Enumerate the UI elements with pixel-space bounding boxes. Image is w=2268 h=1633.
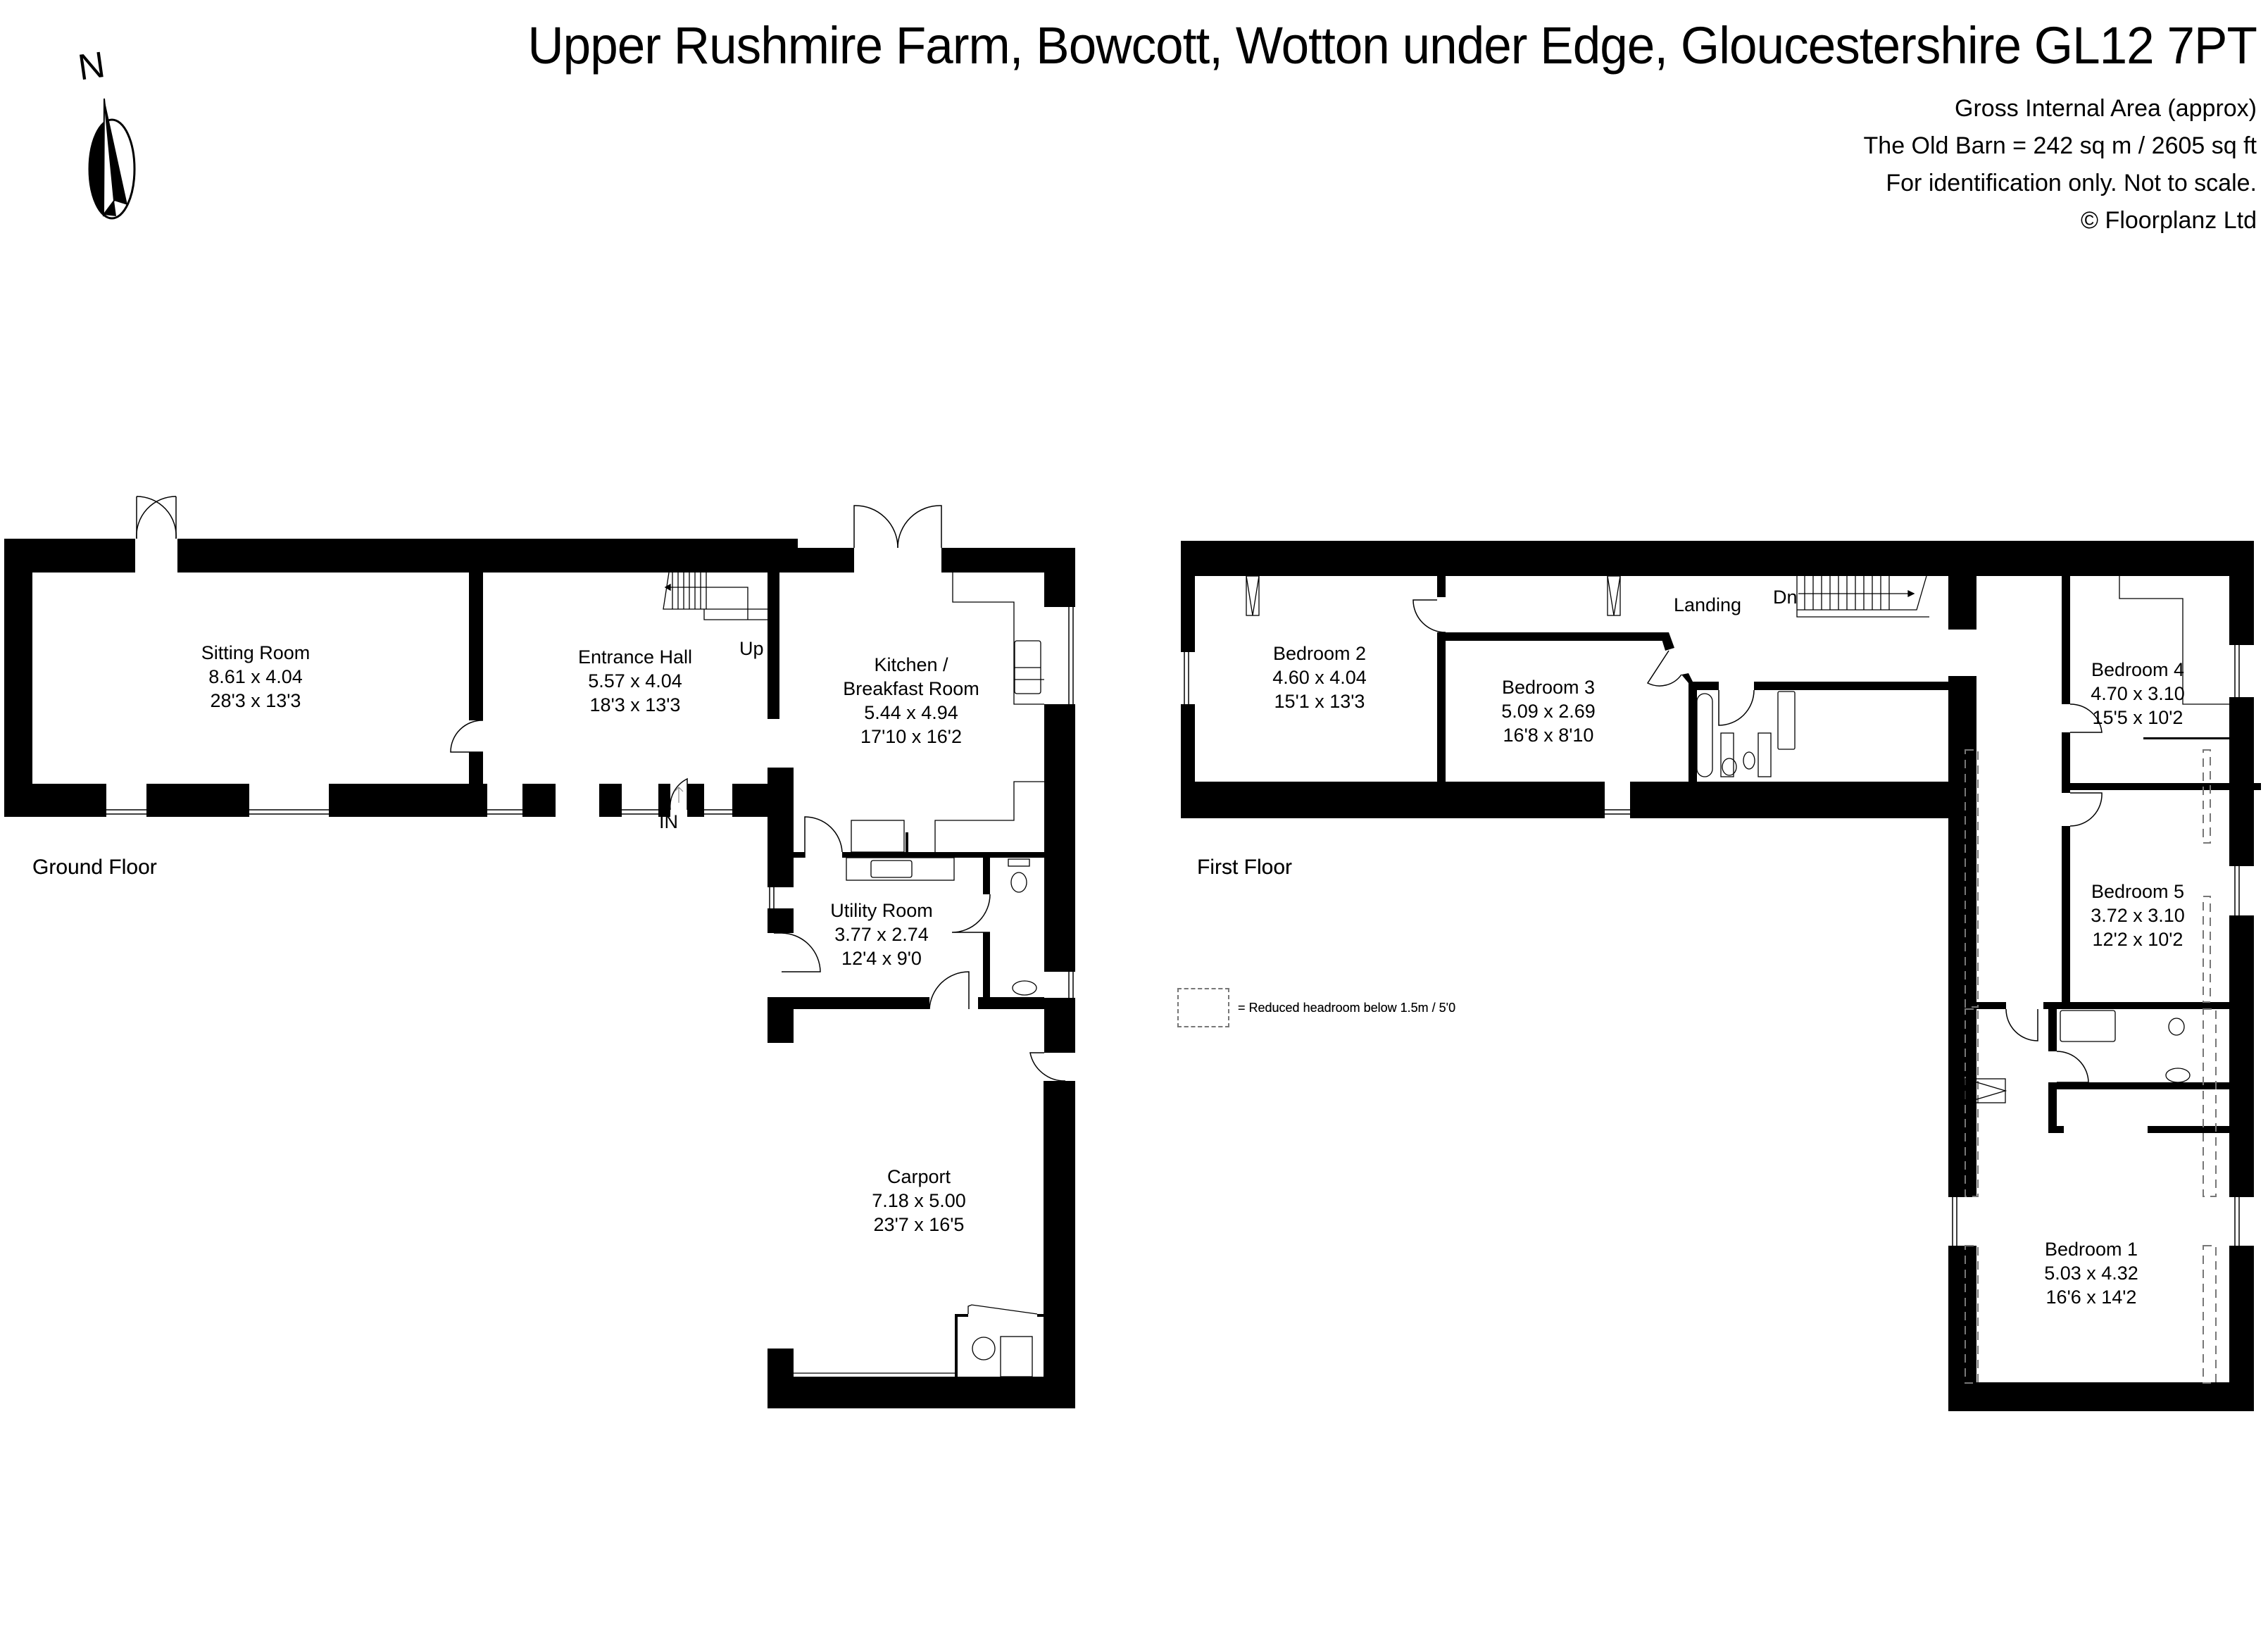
first-floor-label: First Floor — [1197, 856, 1292, 879]
ground-floor-walls — [4, 539, 1075, 1408]
svg-text:Bedroom 3: Bedroom 3 — [1502, 677, 1595, 698]
ground-floor: Sitting Room 8.61 x 4.04 28'3 x 13'3 Ent… — [4, 496, 1075, 1408]
svg-text:Bedroom 5: Bedroom 5 — [2091, 881, 2184, 902]
ground-floor-label-overlay: Ground Floor — [32, 856, 157, 879]
svg-text:Kitchen /: Kitchen / — [874, 654, 948, 675]
svg-text:Bedroom 2: Bedroom 2 — [1273, 643, 1366, 664]
ground-floor-fixtures — [663, 572, 1044, 1377]
svg-text:23'7 x 16'5: 23'7 x 16'5 — [874, 1214, 965, 1235]
svg-text:5.09 x 2.69: 5.09 x 2.69 — [1501, 701, 1596, 722]
room-sitting-room: Sitting Room 8.61 x 4.04 28'3 x 13'3 — [201, 642, 311, 711]
svg-text:3.77 x 2.74: 3.77 x 2.74 — [834, 924, 929, 945]
room-bedroom-4: Bedroom 4 4.70 x 3.10 15'5 x 10'2 — [2091, 659, 2185, 728]
room-kitchen: Kitchen / Breakfast Room 5.44 x 4.94 17'… — [843, 654, 979, 747]
svg-text:Sitting Room: Sitting Room — [201, 642, 311, 663]
first-floor: Bedroom 2 4.60 x 4.04 15'1 x 13'3 Bedroo… — [1181, 541, 2261, 1411]
north-label: N — [75, 44, 107, 89]
legend-text: = Reduced headroom below 1.5m / 5'0 — [1238, 1000, 1456, 1015]
svg-text:5.03 x 4.32: 5.03 x 4.32 — [2044, 1263, 2138, 1284]
svg-text:15'1 x 13'3: 15'1 x 13'3 — [1274, 691, 1365, 712]
first-floor-doors — [1412, 599, 2103, 1083]
entrance-arrow-icon — [674, 787, 684, 803]
svg-text:Carport: Carport — [887, 1166, 951, 1187]
svg-text:7.18 x 5.00: 7.18 x 5.00 — [872, 1190, 966, 1211]
svg-text:16'8 x 8'10: 16'8 x 8'10 — [1503, 725, 1594, 746]
room-utility: Utility Room 3.77 x 2.74 12'4 x 9'0 — [830, 900, 933, 969]
ground-floor-doors — [136, 496, 1066, 1082]
svg-text:28'3 x 13'3: 28'3 x 13'3 — [211, 690, 301, 711]
svg-text:5.44 x 4.94: 5.44 x 4.94 — [864, 702, 958, 723]
room-bedroom-1: Bedroom 1 5.03 x 4.32 16'6 x 14'2 — [2044, 1239, 2138, 1308]
ground-floor-label: Ground Floor — [32, 856, 157, 879]
disclaimer: For identification only. Not to scale. — [1886, 170, 2257, 196]
svg-text:16'6 x 14'2: 16'6 x 14'2 — [2046, 1287, 2137, 1308]
svg-text:4.60 x 4.04: 4.60 x 4.04 — [1272, 667, 1367, 688]
ground-floor-labels: Sitting Room 8.61 x 4.04 28'3 x 13'3 Ent… — [201, 638, 979, 1235]
stairs-down-label: Dn — [1773, 587, 1798, 608]
dashed-box-icon — [1177, 988, 1229, 1027]
stairs-up-label: Up — [739, 638, 764, 659]
first-floor-label-overlay: First Floor — [1197, 856, 1292, 879]
svg-text:Bedroom 4: Bedroom 4 — [2091, 659, 2184, 680]
svg-text:17'10 x 16'2: 17'10 x 16'2 — [860, 726, 962, 747]
copyright: © Floorplanz Ltd — [2081, 207, 2257, 234]
room-carport: Carport 7.18 x 5.00 23'7 x 16'5 — [872, 1166, 966, 1235]
svg-text:Bedroom 1: Bedroom 1 — [2045, 1239, 2138, 1260]
reduced-headroom-legend-overlay: = Reduced headroom below 1.5m / 5'0 — [1177, 988, 1455, 1027]
legend-text: = Reduced headroom below 1.5m / 5'0 — [1238, 1000, 1456, 1015]
svg-text:Breakfast Room: Breakfast Room — [843, 678, 979, 699]
svg-text:8.61 x 4.04: 8.61 x 4.04 — [208, 666, 303, 687]
svg-text:3.72 x 3.10: 3.72 x 3.10 — [2091, 905, 2185, 926]
landing-label: Landing — [1674, 594, 1741, 615]
svg-text:15'5 x 10'2: 15'5 x 10'2 — [2093, 707, 2184, 728]
north-arrow-icon: N — [75, 44, 136, 220]
room-bedroom-3: Bedroom 3 5.09 x 2.69 16'8 x 8'10 — [1501, 677, 1596, 746]
gia-heading: Gross Internal Area (approx) — [1955, 95, 2257, 122]
room-entrance-hall: Entrance Hall 5.57 x 4.04 18'3 x 13'3 — [578, 646, 692, 715]
area-info-overlay: Gross Internal Area (approx) The Old Bar… — [1864, 90, 2257, 239]
svg-text:12'2 x 10'2: 12'2 x 10'2 — [2093, 929, 2184, 950]
svg-text:18'3 x 13'3: 18'3 x 13'3 — [590, 694, 681, 715]
first-floor-labels: Bedroom 2 4.60 x 4.04 15'1 x 13'3 Bedroo… — [1272, 587, 2185, 1308]
svg-text:12'4 x 9'0: 12'4 x 9'0 — [841, 948, 922, 969]
room-bedroom-5: Bedroom 5 3.72 x 3.10 12'2 x 10'2 — [2091, 881, 2185, 950]
room-bedroom-2: Bedroom 2 4.60 x 4.04 15'1 x 13'3 — [1272, 643, 1367, 712]
first-floor-windows — [1181, 630, 2254, 1246]
ground-floor-windows — [106, 607, 1074, 998]
page-title-overlay: Upper Rushmire Farm, Bowcott, Wotton und… — [527, 16, 2257, 75]
svg-text:4.70 x 3.10: 4.70 x 3.10 — [2091, 683, 2185, 704]
svg-text:5.57 x 4.04: 5.57 x 4.04 — [588, 670, 682, 692]
svg-text:Entrance Hall: Entrance Hall — [578, 646, 692, 668]
first-floor-walls — [1181, 541, 2261, 1411]
entrance-label: IN — [659, 811, 678, 832]
gia-value: The Old Barn = 242 sq m / 2605 sq ft — [1863, 132, 2257, 159]
first-floor-fixtures — [1246, 575, 2229, 1103]
svg-text:Utility Room: Utility Room — [830, 900, 933, 921]
